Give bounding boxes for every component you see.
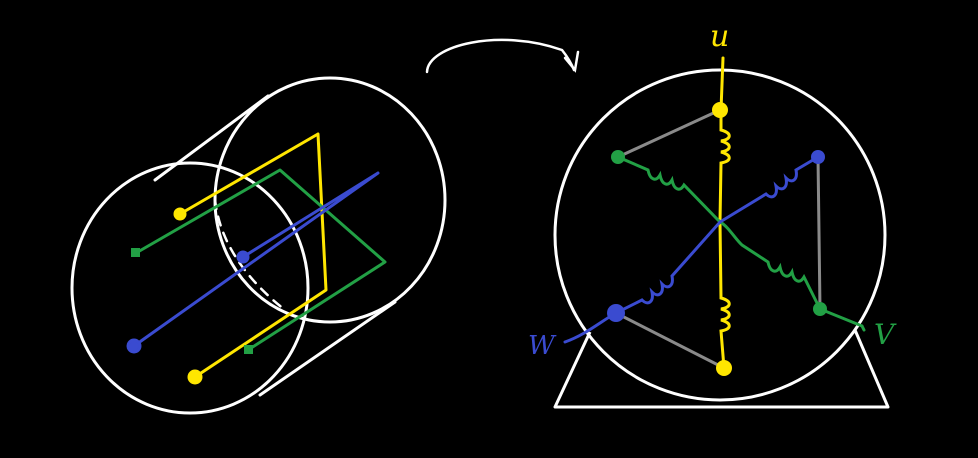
winding-u-lead [719, 56, 725, 112]
cylinder-bottom-edge [258, 300, 397, 397]
delta-links [614, 108, 822, 370]
winding-u-node-bottom [716, 360, 732, 376]
winding-u-node-top [712, 102, 728, 118]
cylinder-top-edge [153, 94, 270, 182]
coil-w-terminal-end [126, 338, 142, 354]
coil-w-terminal-start [236, 250, 250, 264]
coil-phase-w [126, 171, 380, 354]
winding-phase-v [611, 150, 866, 332]
coil-v-terminal-start [131, 248, 140, 257]
coil-phase-v [131, 168, 387, 354]
label-phase-v: V [874, 318, 897, 351]
winding-w-node-right [811, 150, 825, 164]
transition-arrow [425, 38, 580, 74]
stator-cross-section [553, 68, 890, 409]
winding-w-node-left [607, 304, 625, 322]
coil-u-terminal-end [187, 369, 203, 385]
coil-u-terminal-start [173, 207, 187, 221]
coil-v-terminal-end [244, 345, 253, 354]
stator-circle [553, 68, 887, 402]
cylinder-front-face [70, 161, 310, 415]
label-phase-w: W [528, 331, 557, 361]
winding-phase-w [563, 150, 825, 344]
label-phase-u: u [710, 19, 729, 54]
winding-v-node-right [813, 302, 827, 316]
stator-cylinder [70, 76, 447, 415]
winding-v-node-left [611, 150, 625, 164]
winding-v-lead-end [860, 324, 866, 332]
motor-base [553, 329, 890, 409]
